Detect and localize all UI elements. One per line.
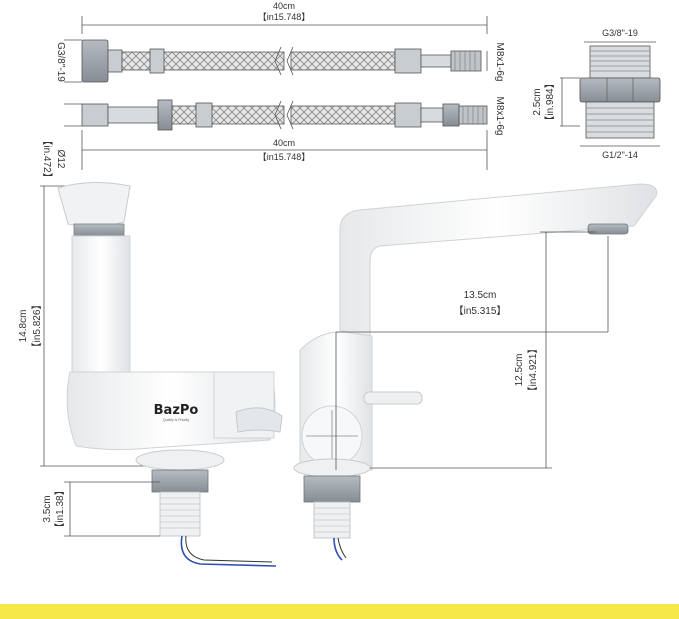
faucet-total-height: 14.8cm (18, 310, 29, 343)
brand-logo: BazPo (154, 403, 199, 418)
top-hose-left-thread: G3/8"-19 (55, 42, 66, 82)
thread-lines (160, 497, 200, 529)
top-hose-right-thread: M8x1-6g (494, 43, 505, 82)
hose-crimp (394, 48, 422, 74)
hose-tube (420, 107, 444, 123)
hose-tube (107, 106, 159, 124)
supply-wire (337, 537, 347, 559)
hose-crimp (394, 102, 422, 128)
hose-braid (171, 105, 285, 125)
spout-aerator (587, 223, 629, 235)
spout-reach-in: 【in5.315】 (454, 305, 507, 317)
spout-reach: 13.5cm (464, 290, 497, 301)
hose-crimp (195, 102, 213, 128)
mounting-shank (159, 491, 201, 537)
adapter-top-thread: G3/8"-19 (602, 28, 638, 38)
hose-tube (420, 54, 452, 68)
top-hose: 40cm 【in15.748】 G3/8"-19 M8x1-6g (55, 1, 505, 83)
hose-braid (290, 51, 396, 71)
handle-cap (57, 181, 131, 228)
faucet-outlet (235, 407, 283, 433)
faucet-column (71, 235, 131, 375)
faucet-spout (339, 183, 658, 341)
base-flange (293, 458, 371, 478)
mounting-nut (303, 475, 361, 503)
bottom-hose-length: 40cm (273, 138, 295, 148)
supply-wire (333, 537, 343, 561)
handle-ring (73, 223, 125, 237)
top-hose-length: 40cm (273, 1, 295, 11)
brand-tagline: Quality is Priority (163, 418, 190, 422)
hose-crimp (149, 48, 165, 74)
adapter-fitting: G3/8"-19 G1/2"-14 2.5cm 【in.984】 (532, 28, 661, 160)
hose-braid (290, 105, 396, 125)
bottom-hose-right-thread: M8x1-6g (494, 97, 505, 136)
bottom-hose: M8x1-6g Ø12 【in.472】 40cm 【in15.748】 (41, 97, 505, 183)
right-faucet: 13.5cm 【in5.315】 12.5cm 【in4.921】 (293, 183, 658, 561)
hose-nut (81, 39, 109, 83)
base-flange (135, 449, 225, 471)
thread-lines (314, 507, 350, 533)
adapter-bottom-thread: G1/2"-14 (602, 150, 638, 160)
supply-wire (180, 535, 277, 567)
bottom-yellow-band (0, 604, 679, 619)
supply-wire (185, 535, 273, 563)
left-faucet: 14.8cm 【in5.826】 BazPo Quality is Priori… (18, 181, 283, 567)
adapter-hex-nut (579, 77, 661, 103)
shank-length-in: 【in1.38】 (54, 485, 66, 532)
break-mark (274, 100, 282, 130)
adapter-height: 2.5cm (532, 88, 543, 115)
thread-lines (586, 107, 654, 133)
faucet-total-height-in: 【in5.826】 (31, 300, 43, 353)
bottom-hose-length-in: 【in15.748】 (258, 152, 311, 162)
hose-plain-end (81, 103, 109, 127)
thread-lines (454, 51, 476, 71)
shank-length: 3.5cm (42, 495, 53, 522)
thread-lines (462, 106, 484, 124)
bottom-hose-left-thread-in: 【in.472】 (41, 135, 53, 182)
top-hose-length-in: 【in15.748】 (258, 12, 311, 22)
hose-collar (157, 99, 173, 131)
bottom-hose-left-thread: Ø12 (55, 150, 66, 169)
mounting-nut (151, 469, 209, 493)
thread-lines (590, 50, 650, 72)
hose-ferrule (107, 49, 123, 73)
spout-height-in: 【in4.921】 (527, 344, 539, 397)
spout-height: 12.5cm (514, 354, 525, 387)
break-mark (274, 46, 282, 76)
hose-thread-end (450, 50, 482, 72)
faucet-lever (363, 391, 423, 405)
hose-nut (442, 103, 460, 127)
adapter-height-in: 【in.984】 (544, 78, 556, 125)
hose-braid (121, 51, 285, 71)
